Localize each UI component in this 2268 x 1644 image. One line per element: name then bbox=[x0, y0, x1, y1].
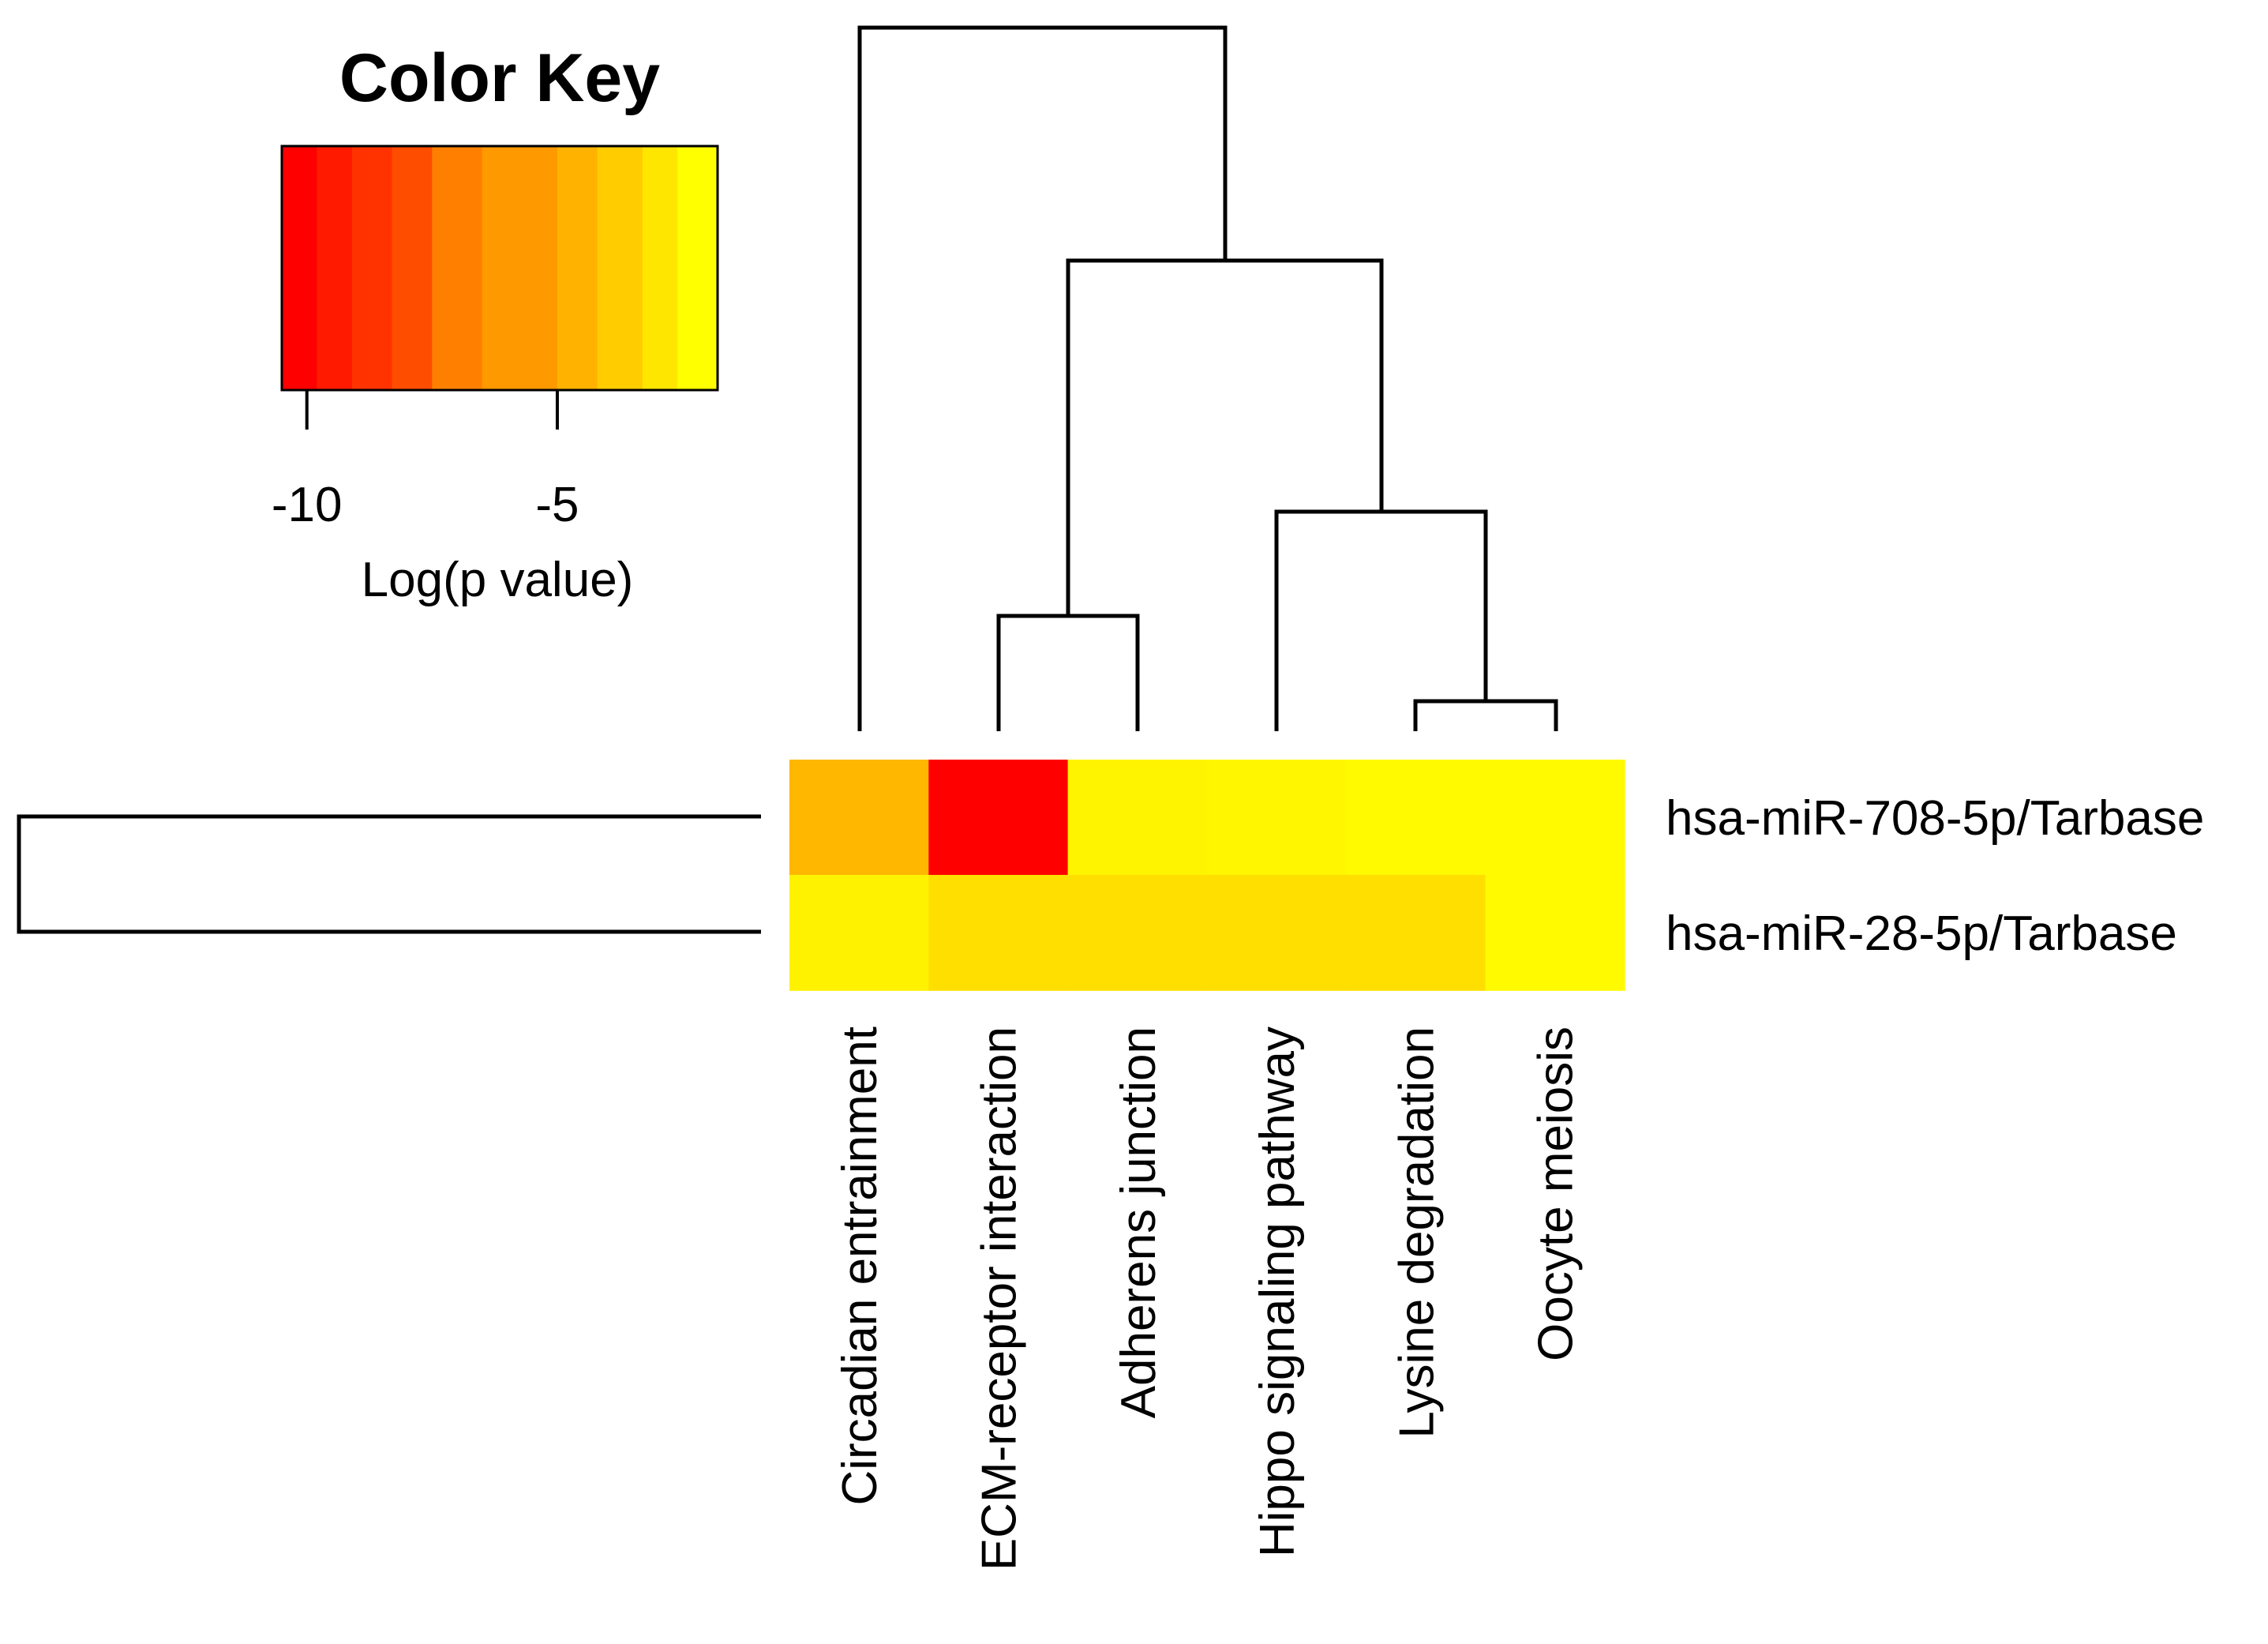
column-label-4: Lysine degradation bbox=[1389, 1027, 1444, 1439]
column-labels: Circadian entrainment ECM-receptor intera… bbox=[833, 1027, 1584, 1571]
dendrogram-branch-mid-cluster bbox=[1066, 258, 1384, 616]
color-key-bin-9 bbox=[677, 146, 718, 390]
heatmap-cell-r1-c4 bbox=[1346, 875, 1486, 991]
row-dendrogram bbox=[17, 814, 761, 934]
heatmap-cell-r0-c4 bbox=[1346, 760, 1486, 876]
row-labels: hsa-miR-708-5p/Tarbase hsa-miR-28-5p/Tarb… bbox=[1666, 791, 2204, 961]
color-key-tick-label-0: -10 bbox=[272, 478, 343, 532]
dendrogram-branch-ecm-adherens bbox=[996, 614, 1140, 731]
color-key: Color Key -10 -5 Log(p value) bbox=[272, 40, 719, 607]
heatmap-cell-r1-c3 bbox=[1206, 875, 1347, 991]
column-label-3: Hippo signaling pathway bbox=[1250, 1027, 1305, 1557]
color-key-bin-6 bbox=[557, 146, 598, 390]
column-label-2: Adherens junction bbox=[1112, 1027, 1166, 1418]
column-label-1: ECM-receptor interaction bbox=[972, 1027, 1026, 1571]
color-key-bin-1 bbox=[317, 146, 353, 390]
dendrogram-branch-root bbox=[857, 25, 1228, 731]
color-key-bin-8 bbox=[642, 146, 678, 390]
color-key-bin-5 bbox=[482, 146, 558, 390]
row-label-1: hsa-miR-28-5p/Tarbase bbox=[1666, 906, 2177, 961]
heatmap-cell-r1-c1 bbox=[928, 875, 1069, 991]
column-label-0: Circadian entrainment bbox=[833, 1027, 887, 1506]
heatmap-cell-r0-c0 bbox=[789, 760, 930, 876]
heatmap-cell-r1-c5 bbox=[1485, 875, 1625, 991]
color-key-axis-label: Log(p value) bbox=[362, 553, 634, 607]
color-key-bin-4 bbox=[432, 146, 483, 390]
heatmap-cell-r0-c1 bbox=[928, 760, 1069, 876]
heatmap-cell-r0-c2 bbox=[1067, 760, 1208, 876]
heatmap-cell-r0-c5 bbox=[1485, 760, 1625, 876]
color-key-bin-3 bbox=[392, 146, 433, 390]
color-key-bin-0 bbox=[282, 146, 318, 390]
row-label-0: hsa-miR-708-5p/Tarbase bbox=[1666, 791, 2204, 846]
column-dendrogram bbox=[857, 25, 1558, 731]
color-key-border bbox=[280, 145, 719, 392]
heatmap-cell-r1-c2 bbox=[1067, 875, 1208, 991]
color-key-bin-7 bbox=[597, 146, 643, 390]
color-key-title: Color Key bbox=[339, 40, 660, 116]
dendrogram-branch-lysine-oocyte bbox=[1413, 699, 1558, 731]
dendrogram-branch-rows bbox=[17, 814, 761, 934]
heatmap-cells bbox=[789, 760, 1625, 991]
heatmap-cell-r1-c0 bbox=[789, 875, 930, 991]
heatmap-cell-r0-c3 bbox=[1206, 760, 1347, 876]
column-label-5: Oocyte meiosis bbox=[1529, 1027, 1584, 1361]
color-key-bin-2 bbox=[351, 146, 393, 390]
color-key-tick-label-1: -5 bbox=[535, 478, 579, 532]
dendrogram-branch-hippo-cluster bbox=[1274, 509, 1488, 731]
color-key-bins bbox=[282, 146, 718, 390]
color-key-ticks: -10 -5 bbox=[272, 390, 579, 532]
